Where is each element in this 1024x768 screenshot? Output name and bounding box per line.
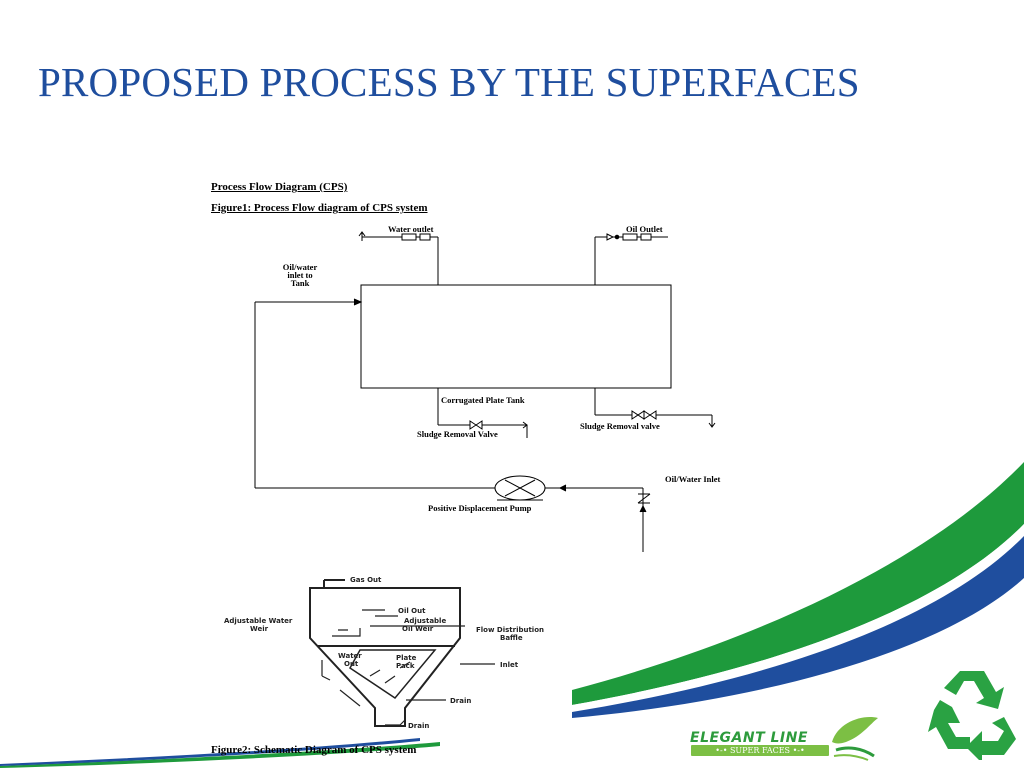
water-outlet-label: Water outlet bbox=[388, 224, 434, 234]
inlet-label-line3: Tank bbox=[291, 278, 310, 288]
tank-label: Corrugated Plate Tank bbox=[441, 395, 525, 405]
drain-label-2: Drain bbox=[408, 722, 429, 730]
gas-out-label: Gas Out bbox=[350, 576, 382, 584]
logo-name: ELEGANT LINE bbox=[690, 730, 808, 746]
drain-label-1: Drain bbox=[450, 697, 471, 705]
leaf-icon bbox=[832, 717, 878, 761]
plate-pack-line2: Pack bbox=[396, 662, 415, 670]
plate-pack bbox=[349, 649, 437, 699]
bottom-blue-line bbox=[0, 738, 420, 766]
sludge-valve-1-icon bbox=[469, 420, 483, 430]
blue-swoosh bbox=[572, 536, 1024, 718]
adj-oil-weir-line1: Adjustable bbox=[404, 617, 446, 625]
oil-outlet-valve bbox=[606, 233, 615, 241]
adj-water-weir-line2: Weir bbox=[250, 625, 269, 633]
recycle-icon bbox=[928, 671, 1016, 760]
figure1-heading: Process Flow Diagram (CPS) bbox=[211, 181, 348, 193]
water-outlet-arrow bbox=[358, 231, 366, 241]
adj-oil-weir-line2: Oil Weir bbox=[402, 625, 434, 633]
water-out-line2: Out bbox=[344, 660, 359, 668]
corrugated-plate-tank bbox=[360, 284, 672, 389]
pump-label: Positive Displacement Pump bbox=[428, 503, 532, 513]
separator-vessel bbox=[309, 587, 461, 727]
sludge-valve-1-label: Sludge Removal Valve bbox=[417, 429, 498, 439]
inlet-label: Inlet bbox=[500, 661, 519, 669]
oil-outlet-label: Oil Outlet bbox=[626, 224, 663, 234]
sludge-valve-2-icon bbox=[631, 410, 645, 420]
tank-inlet-arrow bbox=[353, 298, 363, 306]
plate-pack-line1: Plate bbox=[396, 654, 417, 662]
green-swoosh bbox=[572, 462, 1024, 705]
inlet-label-line2: inlet to bbox=[287, 270, 312, 280]
sludge-valve-2-label: Sludge Removal valve bbox=[580, 421, 660, 431]
flow-distribution-line1: Flow Distribution bbox=[476, 626, 544, 634]
cps-schematic: Gas Out Oil Out Adjustable Water Weir Ad… bbox=[224, 576, 544, 730]
oil-out-label: Oil Out bbox=[398, 607, 426, 615]
figure1-caption: Figure1: Process Flow diagram of CPS sys… bbox=[211, 202, 428, 214]
logo-tagline: •-• SUPER FACES •-• bbox=[691, 745, 829, 756]
water-outlet-valve bbox=[401, 233, 417, 241]
adj-water-weir-line1: Adjustable Water bbox=[224, 617, 293, 625]
oil-water-inlet-label: Oil/Water Inlet bbox=[665, 474, 720, 484]
water-out-line1: Water bbox=[338, 652, 362, 660]
figure2-caption: Figure2: Schematic Diagram of CPS system bbox=[211, 744, 417, 756]
slide-title: PROPOSED PROCESS BY THE SUPERFACES bbox=[38, 59, 860, 105]
inlet-label-line1: Oil/water bbox=[283, 262, 318, 272]
check-valve-icon bbox=[637, 493, 651, 504]
flow-distribution-line2: Baffle bbox=[500, 634, 523, 642]
